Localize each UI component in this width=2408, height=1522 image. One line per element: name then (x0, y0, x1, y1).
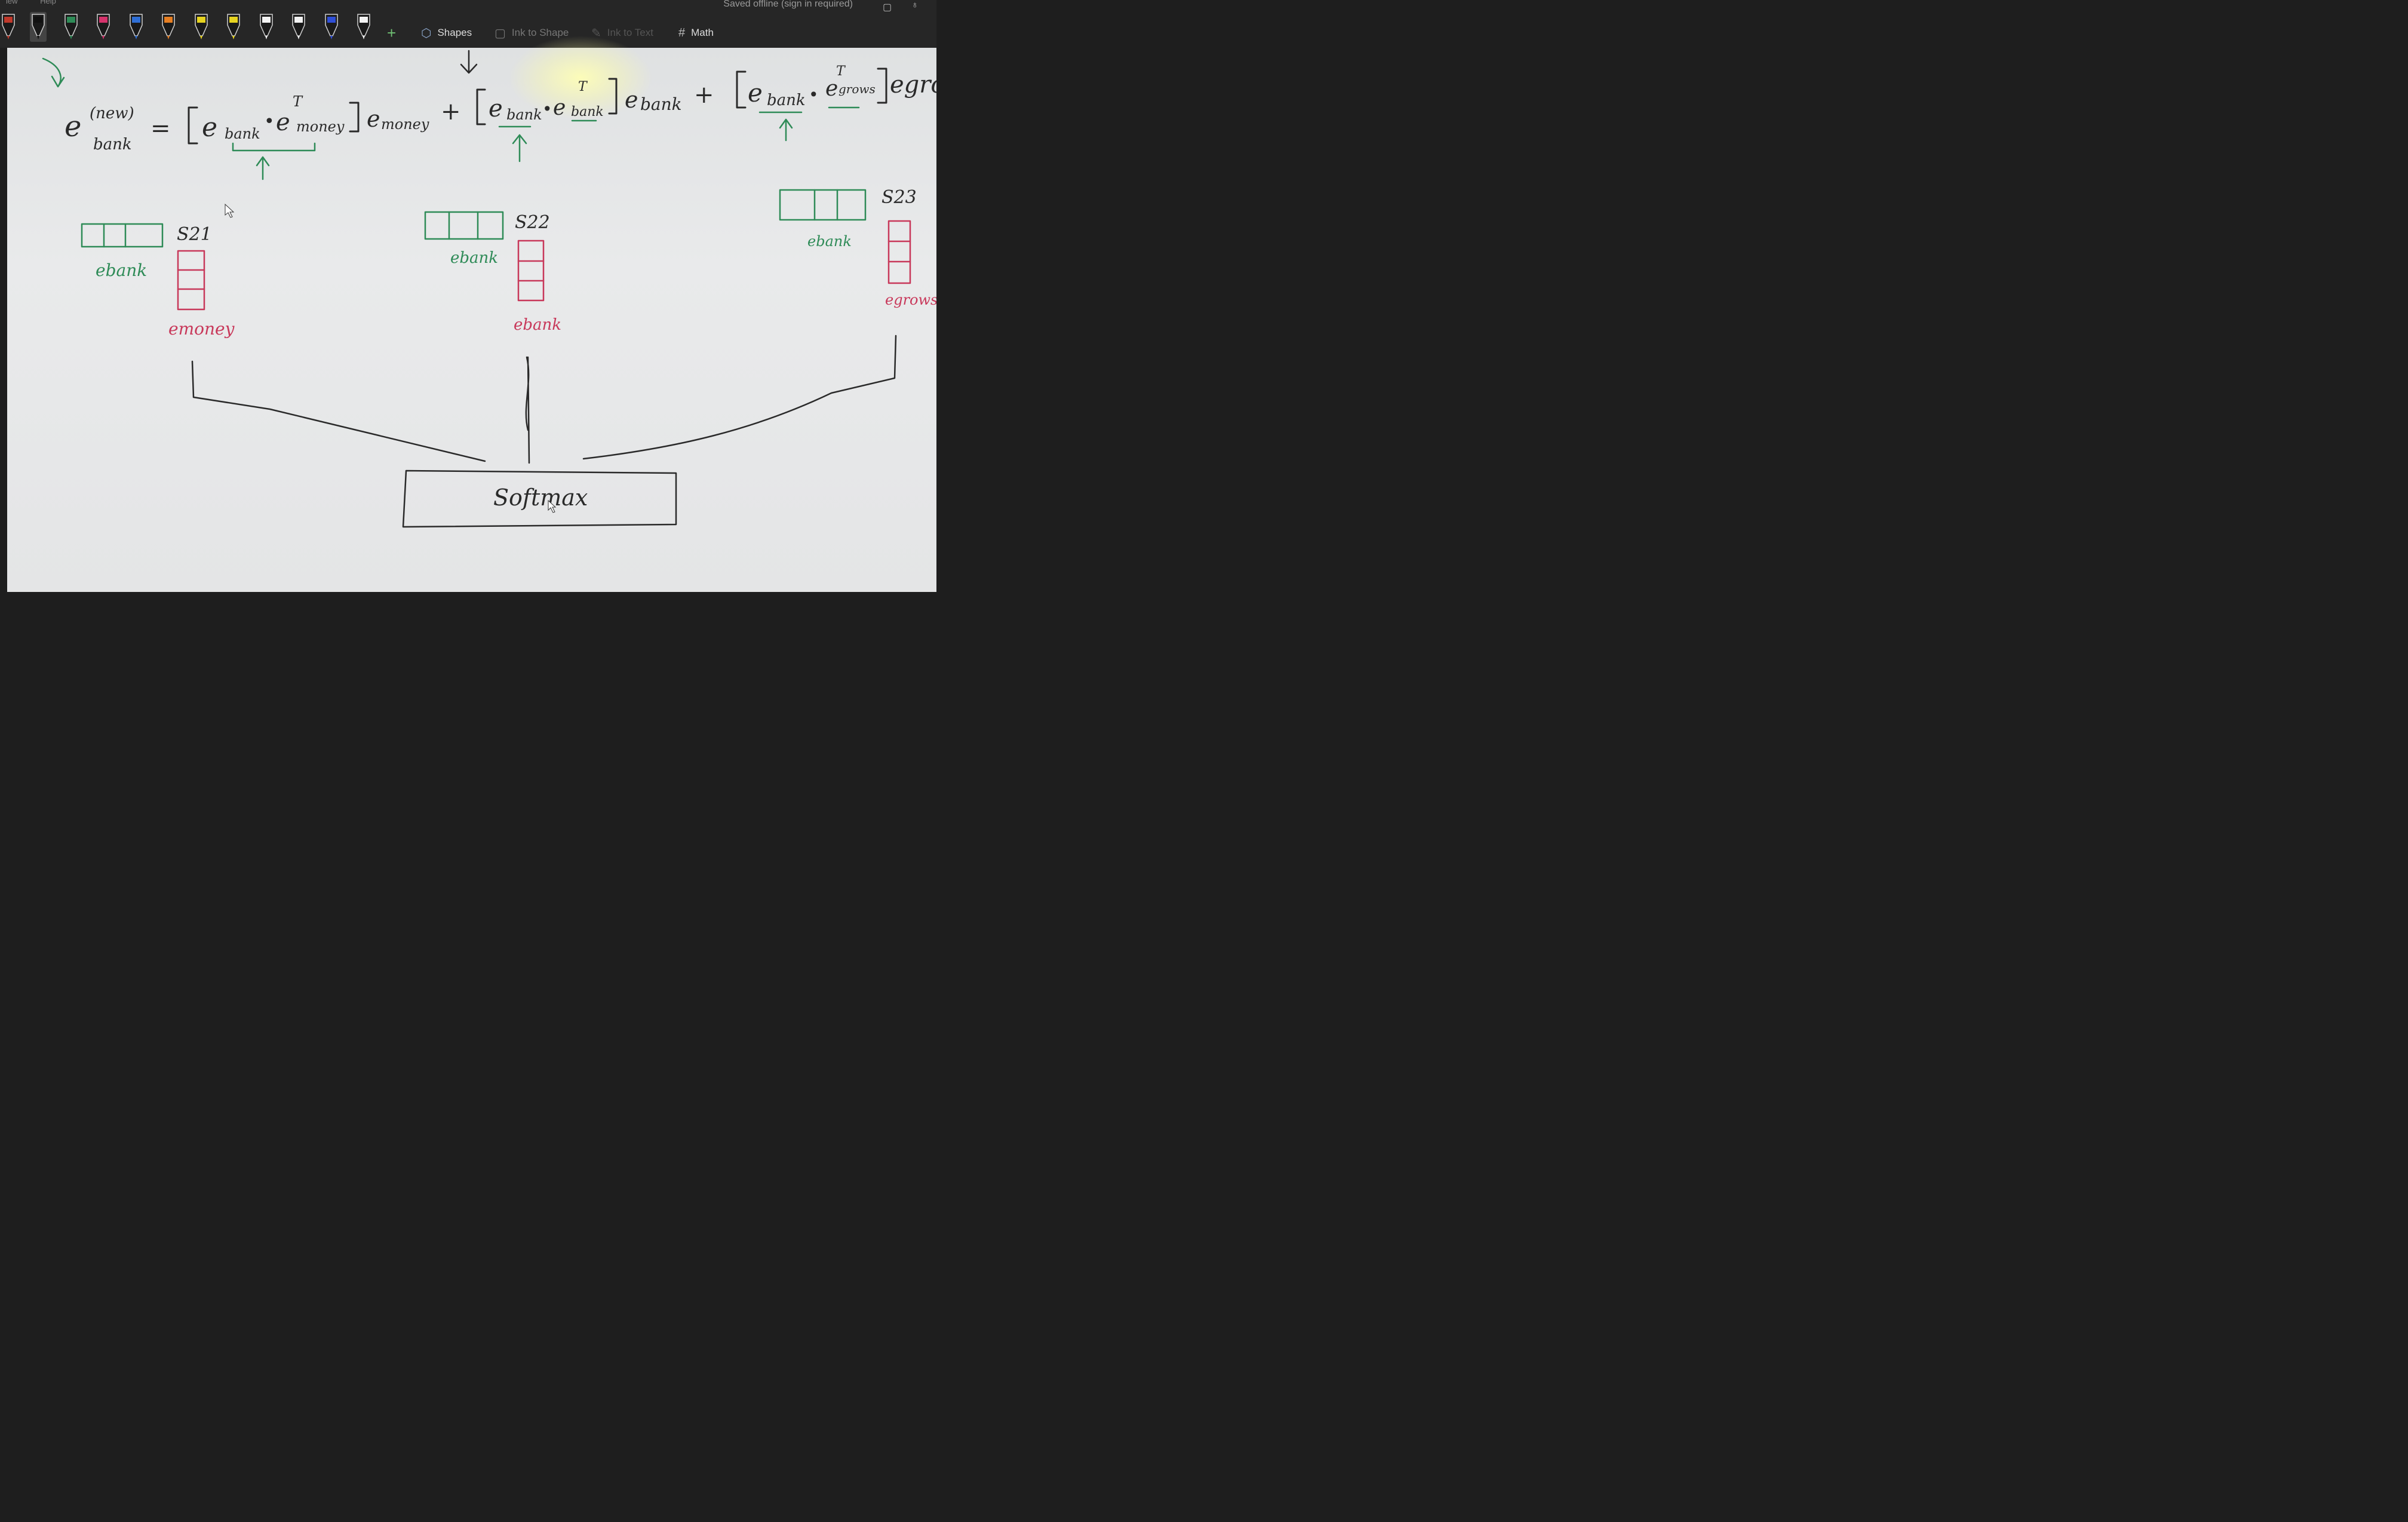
svg-text:e: e (825, 76, 838, 101)
green-vector-1 (81, 223, 164, 248)
math-label: Math (691, 27, 714, 38)
svg-text:e: e (748, 78, 763, 108)
ink-to-shape-icon: ▢ (494, 26, 506, 40)
svg-text:•: • (542, 99, 552, 119)
svg-text:e: e (489, 95, 503, 122)
pen-blue-icon[interactable] (128, 12, 145, 42)
pen-navy-icon[interactable] (323, 12, 340, 42)
red-label-2: ebank (514, 316, 561, 334)
cursor-icon (225, 203, 235, 218)
pen-yellow-2-icon[interactable] (225, 12, 242, 42)
shapes-label: Shapes (437, 27, 472, 38)
eq-equals: = (150, 115, 171, 142)
green-label-3: ebank (807, 233, 852, 250)
connector-left (191, 360, 486, 462)
eq-t1-weight-sub: money (381, 116, 429, 133)
svg-text:•: • (809, 85, 819, 105)
eq-lhs-base: e (64, 110, 81, 143)
bracket-left-2 (476, 88, 486, 125)
softmax-box (402, 470, 677, 528)
svg-text:e: e (276, 109, 290, 136)
cursor-icon-2 (548, 499, 557, 513)
red-vector-3 (887, 220, 911, 284)
eq-t2-weight-sub: bank (571, 105, 604, 119)
softmax-label: Softmax (493, 484, 588, 511)
lightbulb-icon[interactable]: ♁ (911, 0, 919, 10)
green-label-1: ebank (96, 260, 147, 280)
green-label-2: ebank (450, 249, 498, 267)
pen-pink-icon[interactable] (95, 12, 112, 42)
eq-lhs-sup: (new) (90, 105, 134, 122)
bracket-right-2 (608, 78, 618, 115)
share-icon[interactable]: ▢ (883, 2, 892, 13)
shapes-button[interactable]: ⬡ Shapes (421, 24, 472, 42)
math-icon: # (678, 26, 686, 39)
eq-t3-sup: T (836, 64, 846, 79)
score-label-2: S22 (515, 212, 550, 233)
pen-multicolor-icon[interactable] (0, 12, 17, 42)
svg-text:e: e (625, 87, 638, 113)
ink-to-text-label: Ink to Text (607, 27, 653, 38)
eq-t2-sup: T (578, 79, 588, 94)
red-label-3: egrows (885, 291, 936, 308)
score-label-3: S23 (882, 187, 917, 208)
bracket-right-3 (877, 67, 887, 104)
green-up-arrow-icon-2 (512, 134, 527, 162)
eq-plus-1: + (441, 98, 461, 125)
eq-t1-emoney-sub: money (296, 118, 345, 135)
score-label-1: S21 (177, 224, 212, 245)
green-up-arrow-icon-1 (256, 156, 270, 180)
drawing-canvas[interactable]: e (new) bank = e bank • e T money e mone… (7, 36, 936, 592)
red-label-1: emoney (168, 319, 235, 339)
pen-white-2-icon[interactable] (355, 12, 372, 42)
svg-text:e: e (202, 112, 217, 143)
screen-glare (509, 36, 652, 119)
menu-tabs: iew Help (6, 0, 76, 5)
ink-to-shape-button[interactable]: ▢ Ink to Shape (494, 24, 569, 42)
red-vector-1 (177, 250, 205, 311)
eq-t1-sup: T (293, 93, 303, 110)
connector-middle (525, 356, 530, 464)
pen-orange-icon[interactable] (160, 12, 177, 42)
green-up-arrow-icon-3 (779, 118, 793, 142)
math-button[interactable]: # Math (678, 24, 714, 42)
eq-t2-ebank-weight: bank (640, 94, 682, 114)
pen-black-icon[interactable] (30, 12, 47, 42)
green-arrow-icon (42, 57, 65, 88)
svg-text:e: e (553, 96, 566, 120)
eq-t3-trailing: egro (890, 71, 936, 99)
window-icons: ▢ ♁ (859, 0, 936, 13)
save-status: Saved offline (sign in required) (723, 0, 853, 9)
pen-white-icon[interactable] (290, 12, 307, 42)
eq-t3-ebank-sub: bank (767, 91, 806, 109)
bracket-left-1 (188, 106, 198, 145)
connector-right (582, 335, 897, 460)
eq-lhs-sub: bank (93, 136, 132, 154)
eq-t1-ebank-sub: bank (225, 125, 260, 142)
svg-text:•: • (264, 111, 275, 132)
add-pen-button[interactable]: + (387, 24, 396, 42)
red-vector-2 (517, 240, 545, 302)
menu-tab-view[interactable]: iew (6, 0, 18, 5)
down-arrow-icon (460, 50, 478, 74)
bracket-left-3 (736, 70, 747, 109)
toolbar: iew Help + ⬡ Shapes ▢ Ink to Shape ✎ Ink… (0, 0, 936, 48)
green-vector-3 (779, 189, 867, 221)
shapes-icon: ⬡ (421, 26, 432, 40)
highlighter-white-icon[interactable] (258, 12, 275, 42)
bracket-right-1 (349, 102, 360, 133)
ink-to-shape-label: Ink to Shape (511, 27, 569, 38)
eq-t2-ebank-sub: bank (506, 106, 542, 123)
eq-t1-weight: e (367, 106, 380, 132)
eq-t3-egrows-sub: grows (838, 82, 876, 96)
menu-tab-help[interactable]: Help (40, 0, 56, 5)
pen-green-icon[interactable] (63, 12, 79, 42)
green-brace (232, 142, 316, 152)
pen-yellow-icon[interactable] (193, 12, 210, 42)
green-vector-2 (424, 211, 504, 240)
eq-plus-2: + (694, 81, 714, 109)
add-pen-label: + (387, 23, 397, 42)
ink-layer: e (new) bank = e bank • e T money e mone… (42, 50, 936, 528)
